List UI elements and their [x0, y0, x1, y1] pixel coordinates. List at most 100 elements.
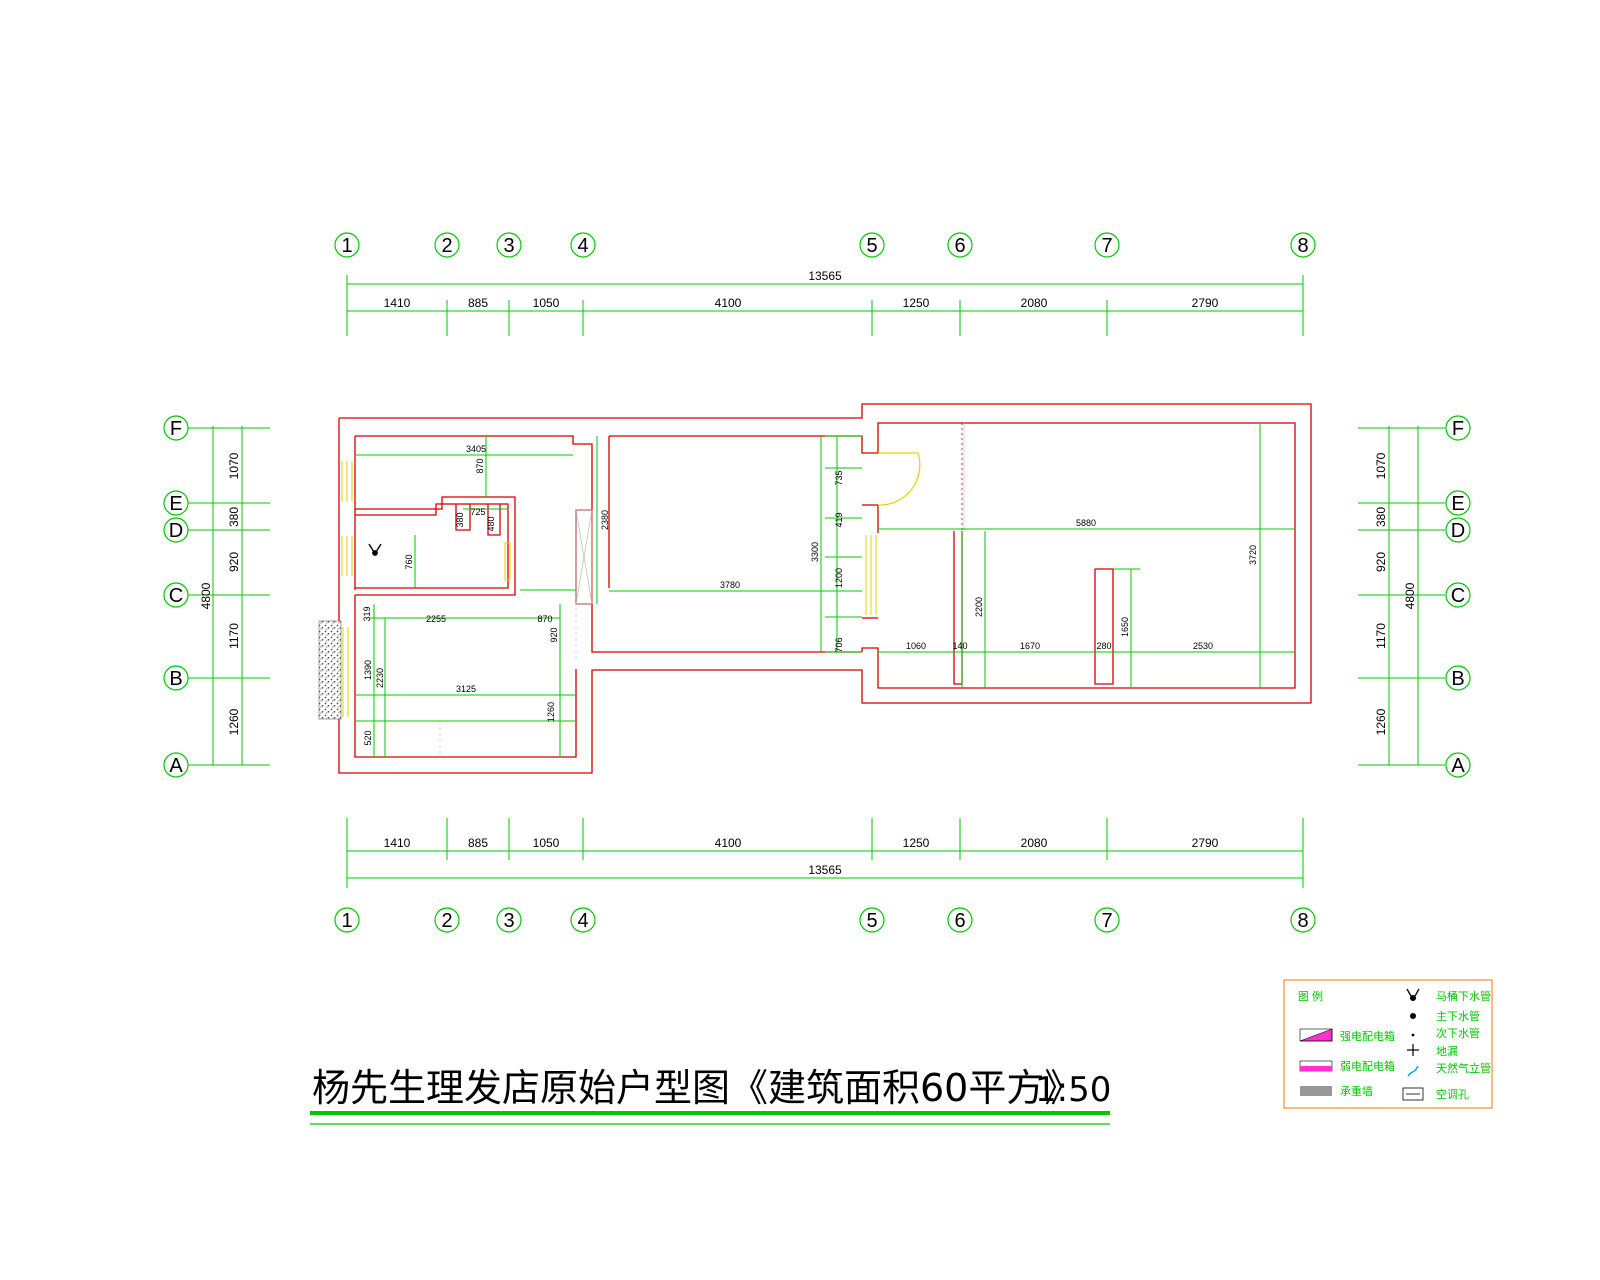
axis-bottom-5: 5	[866, 910, 877, 932]
dim-280: 280	[1096, 641, 1111, 651]
dim-520: 520	[363, 730, 373, 745]
bottom-dim-1: 1410	[384, 836, 411, 850]
top-axis-bubbles	[334, 232, 1316, 258]
dim-870-toilet: 870	[475, 458, 485, 473]
top-dim-2: 885	[468, 296, 488, 310]
axis-bottom-6: 6	[954, 910, 965, 932]
dim-419: 419	[834, 512, 844, 527]
legend-sub-drain: 次下水管	[1436, 1026, 1480, 1040]
left-dimension-chain	[188, 426, 270, 766]
dim-140: 140	[952, 641, 967, 651]
top-dim-7: 2790	[1192, 296, 1219, 310]
dim-3125: 3125	[456, 684, 476, 694]
structural-column	[575, 509, 593, 605]
dim-1260: 1260	[546, 702, 556, 722]
axis-bottom-1: 1	[341, 910, 352, 932]
axis-left-C: C	[169, 585, 183, 607]
left-dim-1: 1070	[227, 452, 241, 479]
dim-3720: 3720	[1248, 545, 1258, 565]
dim-2380: 2380	[600, 510, 610, 530]
axis-top-4: 4	[577, 235, 588, 257]
column-cross-2	[575, 509, 593, 605]
toilet-partition-walls	[355, 496, 516, 596]
legend-gas-riser: 天然气立管	[1436, 1061, 1491, 1075]
toilet-drain-icon	[368, 543, 382, 556]
axis-left-A: A	[169, 755, 183, 777]
left-dim-3: 920	[227, 552, 241, 572]
top-dim-5: 1250	[903, 296, 930, 310]
dim-480: 480	[486, 516, 496, 531]
bottom-dim-6: 2080	[1021, 836, 1048, 850]
axis-top-8: 8	[1297, 235, 1308, 257]
drawing-scale: 1:50	[1035, 1070, 1111, 1110]
axis-top-1: 1	[341, 235, 352, 257]
legend-weak-box: 弱电配电箱	[1340, 1059, 1395, 1073]
dim-5880: 5880	[1076, 518, 1096, 528]
axis-bottom-7: 7	[1101, 910, 1112, 932]
inner-dimension-lines	[355, 423, 1295, 757]
right-dimension-chain	[1358, 426, 1445, 766]
bearing-wall-icon	[1300, 1086, 1332, 1096]
dim-1670: 1670	[1020, 641, 1040, 651]
dim-1200: 1200	[834, 568, 844, 588]
toilet-drain-legend-icon	[1406, 988, 1420, 1002]
left-dim-5: 1260	[227, 708, 241, 735]
axis-bottom-3: 3	[503, 910, 514, 932]
floor-drain-icon	[1407, 1044, 1419, 1056]
dim-380: 380	[455, 512, 465, 527]
left-dim-4: 1170	[227, 623, 241, 649]
axis-bottom-4: 4	[577, 910, 588, 932]
right-dim-5: 1260	[1374, 708, 1388, 735]
dim-760: 760	[404, 554, 414, 569]
dim-725: 725	[470, 507, 485, 517]
dim-1650: 1650	[1120, 617, 1130, 637]
dim-735: 735	[834, 470, 844, 485]
dim-1060: 1060	[906, 641, 926, 651]
top-dimension-chain	[346, 275, 1304, 336]
bottom-dim-5: 1250	[903, 836, 930, 850]
right-dim-3: 920	[1374, 552, 1388, 572]
axis-right-D: D	[1451, 520, 1465, 542]
stippled-wall-section	[318, 620, 342, 720]
axis-left-E: E	[169, 493, 182, 515]
top-dim-4: 4100	[715, 296, 742, 310]
drawing-title: 杨先生理发店原始户型图《建筑面积60平方》	[312, 1066, 1082, 1110]
dim-3300: 3300	[810, 542, 820, 562]
top-total-dimension: 13565	[808, 269, 842, 283]
dim-706: 706	[834, 637, 844, 652]
dim-319: 319	[362, 606, 372, 621]
weak-box-icon	[1300, 1066, 1332, 1071]
legend-ac-hole: 空调孔	[1436, 1087, 1469, 1101]
dim-3780: 3780	[720, 580, 740, 590]
dim-2230: 2230	[375, 668, 385, 688]
legend: 图 例 强电配电箱 弱电配电箱 承重墙 马桶下水管 主下水管 次下水管 地漏 天…	[1283, 979, 1493, 1109]
axis-left-F: F	[170, 418, 182, 440]
right-total-dimension: 4800	[1403, 582, 1417, 609]
bottom-dim-3: 1050	[533, 836, 560, 850]
windows	[341, 461, 877, 717]
axis-top-7: 7	[1101, 235, 1112, 257]
axis-top-2: 2	[441, 235, 452, 257]
legend-strong-box: 强电配电箱	[1340, 1029, 1395, 1043]
dim-2530: 2530	[1193, 641, 1213, 651]
sub-drain-icon	[1411, 1033, 1415, 1037]
top-dim-1: 1410	[384, 296, 411, 310]
legend-bearing-wall: 承重墙	[1340, 1084, 1373, 1098]
strong-box-outline	[1299, 1028, 1333, 1042]
axis-left-D: D	[169, 520, 183, 542]
axis-right-F: F	[1452, 418, 1464, 440]
axis-top-6: 6	[954, 235, 965, 257]
bottom-axis-bubbles	[334, 907, 1316, 933]
axis-top-5: 5	[866, 235, 877, 257]
left-total-dimension: 4800	[199, 582, 213, 609]
legend-heading: 图 例	[1298, 989, 1323, 1003]
axis-top-3: 3	[503, 235, 514, 257]
toilet-window	[504, 542, 511, 581]
legend-toilet-drain: 马桶下水管	[1436, 989, 1491, 1003]
legend-floor-drain: 地漏	[1436, 1045, 1458, 1058]
axis-right-A: A	[1451, 755, 1465, 777]
axis-right-C: C	[1451, 585, 1465, 607]
side-axis-bubbles	[163, 415, 1471, 778]
dim-870-salon: 870	[537, 614, 552, 624]
axis-right-B: B	[1451, 668, 1464, 690]
